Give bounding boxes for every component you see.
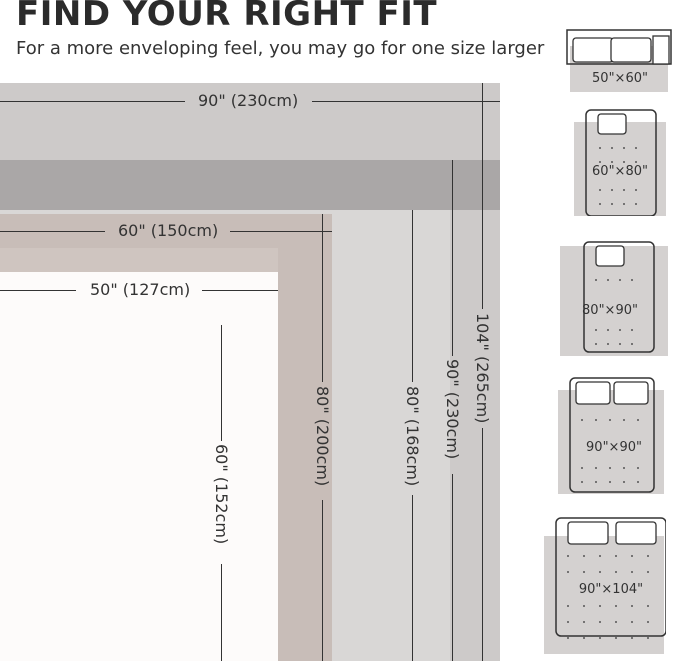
page-title: FIND YOUR RIGHT FIT — [16, 0, 438, 34]
length-label-60-152: 60" (152cm) — [212, 444, 231, 545]
length-label-104: 104" (265cm) — [473, 313, 492, 424]
thumb-label-90x90: 90"×90" — [586, 440, 642, 455]
twin-bed-icon — [574, 109, 666, 216]
length-line-80-168-top — [412, 210, 413, 382]
full-bed-icon — [558, 377, 664, 494]
width-line-90-right — [312, 101, 500, 102]
thumb-label-50x60: 50"×60" — [592, 71, 648, 86]
length-line-80-168-bottom — [412, 495, 413, 661]
size-band-90 — [0, 160, 500, 210]
thumb-label-90x104: 90"×104" — [578, 582, 644, 597]
twin-bed-80x90-icon — [560, 241, 668, 356]
width-line-50-left — [0, 290, 76, 291]
length-line-80-200-top — [322, 214, 323, 382]
size-area-50 — [0, 272, 278, 661]
length-label-80-168: 80" (168cm) — [403, 386, 422, 487]
length-line-80-200-bottom — [322, 500, 323, 661]
length-line-60-152-top — [221, 325, 222, 441]
length-label-90: 90" (230cm) — [443, 359, 462, 460]
width-line-60-right — [230, 231, 332, 232]
width-label-50: 50" (127cm) — [90, 280, 191, 299]
length-line-60-152-bottom — [221, 564, 222, 661]
full-bed-90x104-icon — [544, 517, 666, 654]
length-line-90-top — [452, 160, 453, 356]
length-label-80-200: 80" (200cm) — [313, 386, 332, 487]
width-line-60-left — [0, 231, 105, 232]
width-label-60: 60" (150cm) — [118, 221, 219, 240]
width-label-90: 90" (230cm) — [198, 91, 299, 110]
length-line-104-top — [482, 83, 483, 309]
width-line-90-left — [0, 101, 185, 102]
width-line-50-right — [202, 290, 278, 291]
sofa-icon — [566, 29, 672, 92]
length-line-104-bottom — [482, 428, 483, 661]
length-line-90-bottom — [452, 474, 453, 661]
thumb-label-60x80: 60"×80" — [592, 164, 648, 179]
page-subtitle: For a more enveloping feel, you may go f… — [16, 38, 545, 59]
thumb-label-80x90: 80"×90" — [582, 303, 638, 318]
